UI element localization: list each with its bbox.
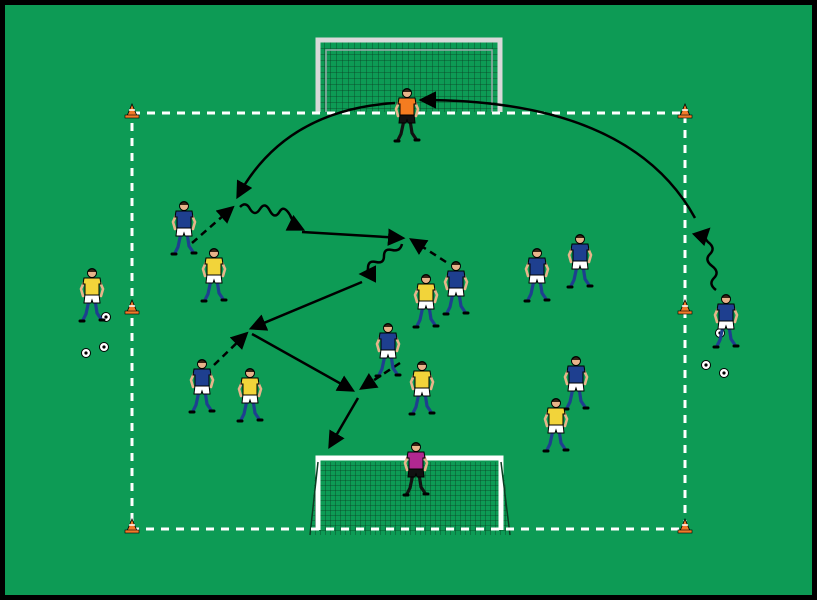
wide-dribble-arrow <box>691 227 718 291</box>
players <box>78 88 740 497</box>
first-pass-arrow <box>191 205 235 244</box>
player-yellow-5 <box>542 398 570 453</box>
shot-arrow <box>328 397 360 450</box>
cone <box>677 298 693 315</box>
player-gk-top <box>393 88 421 143</box>
dribble-1-arrow <box>239 203 306 231</box>
cone <box>677 102 693 119</box>
player-yellow-6 <box>78 268 106 323</box>
wide-run-in-arrow <box>418 91 697 219</box>
movement-arrows <box>191 91 718 450</box>
player-blue-8 <box>523 248 551 303</box>
player-blue-6 <box>562 356 590 411</box>
player-blue-5 <box>566 234 594 289</box>
cone <box>124 298 140 315</box>
player-yellow-2 <box>412 274 440 329</box>
dribble-2-arrow <box>358 243 404 283</box>
pass-3-arrow <box>251 332 356 392</box>
player-yellow-4 <box>408 361 436 416</box>
ball <box>719 368 729 378</box>
cone <box>124 102 140 119</box>
player-yellow-3 <box>236 368 264 423</box>
player-yellow-1 <box>200 248 228 303</box>
run-2-arrow <box>409 238 447 264</box>
player-blue-4 <box>188 359 216 414</box>
player-blue-2 <box>442 261 470 316</box>
pass-1-arrow <box>301 228 406 246</box>
ball <box>81 348 91 358</box>
player-gk-bottom <box>402 442 430 497</box>
pass-2-arrow <box>248 280 363 331</box>
cones <box>124 102 693 534</box>
ball <box>99 342 109 352</box>
player-blue-1 <box>170 201 198 256</box>
ball <box>701 360 711 370</box>
run-4-arrow <box>359 361 401 390</box>
cone <box>124 517 140 534</box>
player-blue-7 <box>712 294 740 349</box>
player-blue-3 <box>374 323 402 378</box>
keeper-distribution-arrow <box>236 101 396 200</box>
bottom-goal <box>309 455 511 536</box>
cone <box>677 517 693 534</box>
run-3-arrow <box>213 331 249 366</box>
